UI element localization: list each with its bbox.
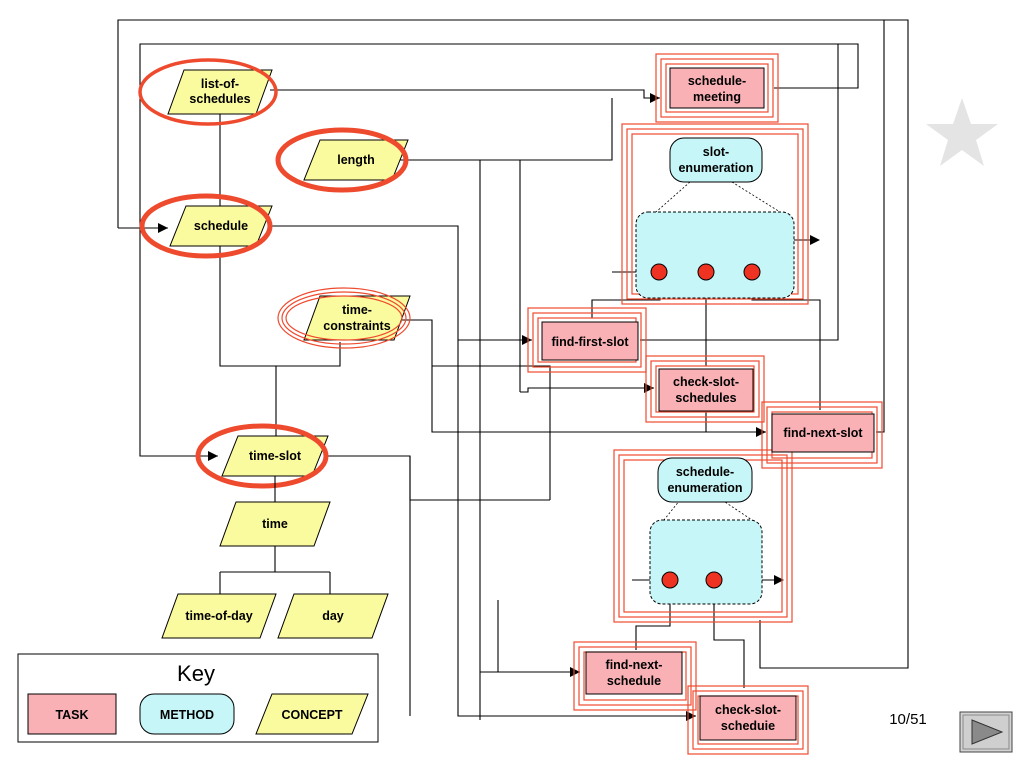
concept-schedule[interactable]: schedule: [139, 193, 273, 259]
highlight-frame: [527, 307, 647, 373]
legend-key: Key TASK METHOD CONCEPT: [17, 653, 379, 743]
highlight-frame: [573, 641, 697, 711]
legend-method-label: METHOD: [160, 708, 214, 722]
concept-label: time: [262, 517, 288, 531]
concept-label: length: [337, 153, 375, 167]
highlight-ellipse: [277, 287, 411, 349]
highlight-ellipse: [275, 127, 409, 193]
task-find-next-schedule[interactable]: find-next- schedule: [573, 641, 697, 711]
concept-label: time-slot: [249, 449, 302, 463]
concept-label-line1: list-of-: [201, 77, 239, 91]
task-label-line2: scheduie: [721, 719, 775, 733]
highlight-frame: [621, 123, 809, 305]
legend-task-swatch: [27, 693, 117, 735]
legend-concept-swatch: [255, 693, 369, 735]
enumeration-subbox: [649, 519, 763, 605]
concept-tree-lines: [219, 476, 331, 594]
method-label-line1: schedule-: [676, 465, 734, 479]
task-label-line1: schedule-: [688, 74, 746, 88]
next-slide-button[interactable]: [959, 711, 1013, 753]
concept-length[interactable]: length: [275, 127, 409, 193]
concept-label-line2: schedules: [189, 92, 250, 106]
task-label-line2: schedules: [675, 391, 736, 405]
concept-day[interactable]: day: [277, 593, 389, 639]
task-check-slot-schedules[interactable]: check-slot- schedules: [645, 355, 765, 423]
task-label-line1: find-next-: [606, 658, 663, 672]
concept-label-line2: constraints: [323, 319, 390, 333]
flow-node: [650, 263, 668, 281]
concept-time-of-day[interactable]: time-of-day: [161, 593, 277, 639]
highlight-frame: [687, 685, 809, 755]
method-label-line1: slot-: [703, 145, 729, 159]
highlight-frame: [645, 355, 765, 423]
flow-node: [697, 263, 715, 281]
play-arrow-icon: [971, 719, 1004, 745]
highlight-frame: [655, 53, 779, 123]
method-slot-enumeration[interactable]: slot- enumeration: [621, 123, 809, 305]
task-label-line1: check-slot-: [673, 375, 739, 389]
concept-time-slot[interactable]: time-slot: [195, 423, 329, 489]
concept-label: schedule: [194, 219, 248, 233]
legend-method-swatch: [139, 693, 235, 735]
concept-time-constraints[interactable]: time- constraints: [277, 287, 411, 349]
highlight-ellipse: [139, 193, 273, 259]
method-label-line2: enumeration: [667, 481, 742, 495]
enumeration-subbox: [635, 211, 795, 299]
task-label-line2: schedule: [607, 674, 661, 688]
concept-time[interactable]: time: [219, 501, 331, 547]
highlight-ellipse: [195, 423, 329, 489]
concept-label-line1: time-: [342, 303, 372, 317]
task-label-line2: meeting: [693, 90, 741, 104]
legend-title: Key: [177, 661, 215, 686]
legend-task-label: TASK: [55, 708, 88, 722]
task-find-next-slot[interactable]: find-next-slot: [761, 401, 883, 469]
flow-node: [743, 263, 761, 281]
legend-concept-label: CONCEPT: [281, 708, 342, 722]
method-label-line2: enumeration: [678, 161, 753, 175]
highlight-frame: [761, 401, 883, 469]
star-icon: [926, 98, 998, 166]
task-schedule-meeting[interactable]: schedule- meeting: [655, 53, 779, 123]
method-schedule-enumeration[interactable]: schedule- enumeration: [613, 449, 793, 623]
concept-list-of-schedules[interactable]: list-of- schedules: [138, 58, 278, 126]
task-label: find-first-slot: [551, 335, 629, 349]
page-number: 10/51: [889, 711, 927, 728]
flow-node: [661, 571, 679, 589]
highlight-ellipse: [138, 58, 278, 126]
concept-label: day: [322, 609, 344, 623]
task-label-line1: check-slot-: [715, 703, 781, 717]
connection-lines: [117, 19, 909, 720]
task-find-first-slot[interactable]: find-first-slot: [527, 307, 647, 373]
concept-label: time-of-day: [185, 609, 252, 623]
task-label: find-next-slot: [783, 426, 863, 440]
highlight-frame: [613, 449, 793, 623]
task-check-slot-schedule[interactable]: check-slot- scheduie: [687, 685, 809, 755]
flow-node: [705, 571, 723, 589]
